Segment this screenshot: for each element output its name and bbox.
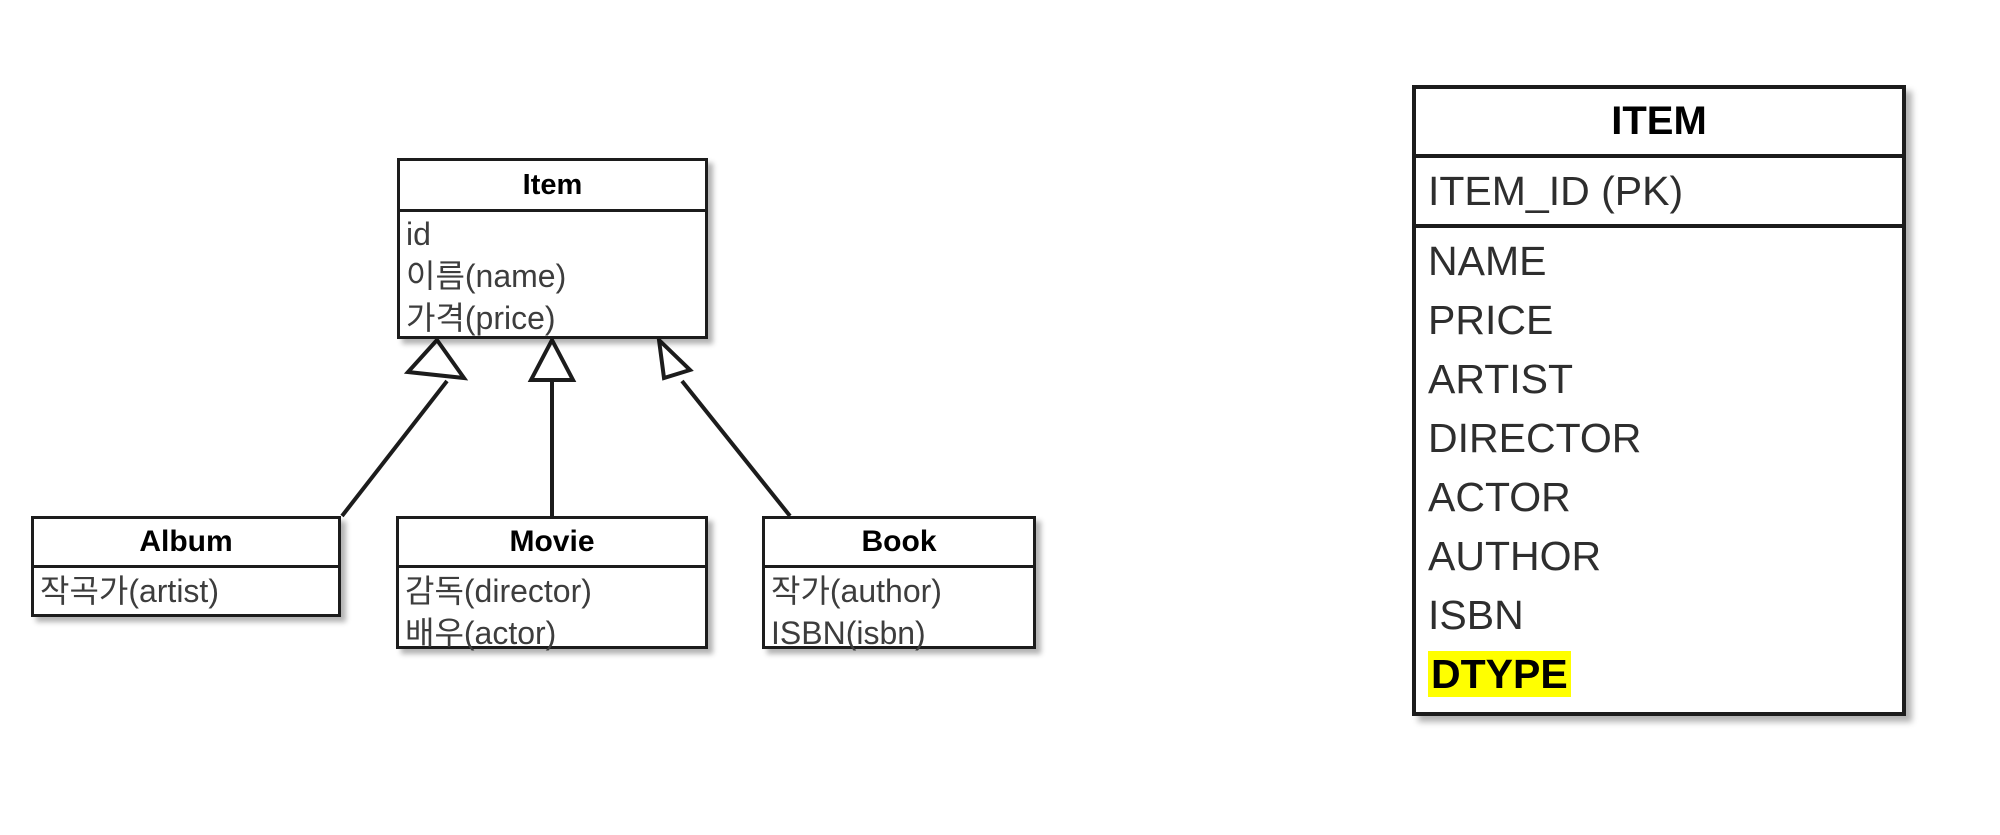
erd-column: ISBN <box>1428 586 1902 645</box>
uml-attribute: 배우(actor) <box>405 615 557 651</box>
erd-column-label: DIRECTOR <box>1428 415 1642 461</box>
erd-column: DIRECTOR <box>1428 409 1902 468</box>
erd-column-label: NAME <box>1428 238 1547 284</box>
erd-column-label: DTYPE <box>1428 651 1571 697</box>
uml-class-book-title: Book <box>765 519 1033 568</box>
uml-class-item-attributes: id 이름(name) 가격(price) <box>400 212 705 339</box>
erd-column: NAME <box>1428 232 1902 291</box>
erd-primary-key-row: ITEM_ID (PK) <box>1416 158 1902 228</box>
erd-column: ACTOR <box>1428 468 1902 527</box>
uml-class-movie[interactable]: Movie 감독(director) 배우(actor) <box>396 516 708 651</box>
erd-column: PRICE <box>1428 291 1902 350</box>
erd-column: ARTIST <box>1428 350 1902 409</box>
uml-attribute: 이름(name) <box>406 258 567 294</box>
uml-class-item[interactable]: Item id 이름(name) 가격(price) <box>397 158 708 339</box>
erd-column-label: ACTOR <box>1428 474 1571 520</box>
erd-column: AUTHOR <box>1428 527 1902 586</box>
erd-column-label: AUTHOR <box>1428 533 1602 579</box>
erd-column-label: PRICE <box>1428 297 1554 343</box>
uml-class-movie-title: Movie <box>399 519 705 568</box>
erd-column-label: ARTIST <box>1428 356 1574 402</box>
uml-attribute: ISBN(isbn) <box>771 615 926 651</box>
uml-class-album[interactable]: Album 작곡가(artist) <box>31 516 341 617</box>
generalization-movie-to-item <box>527 335 577 516</box>
uml-class-album-title: Album <box>34 519 338 568</box>
uml-class-album-attributes: 작곡가(artist) <box>34 568 338 612</box>
generalization-album-to-item <box>340 336 469 518</box>
uml-class-item-title: Item <box>400 161 705 212</box>
uml-attribute: id <box>406 216 431 252</box>
uml-class-book[interactable]: Book 작가(author) ISBN(isbn) <box>762 516 1036 651</box>
generalization-book-to-item <box>656 334 792 518</box>
uml-attribute: 가격(price) <box>406 300 556 336</box>
erd-table-name: ITEM <box>1416 89 1902 158</box>
uml-class-book-attributes: 작가(author) ISBN(isbn) <box>765 568 1033 654</box>
erd-column-list: NAME PRICE ARTIST DIRECTOR ACTOR AUTHOR … <box>1416 228 1902 704</box>
erd-column-label: ISBN <box>1428 592 1524 638</box>
erd-table-item[interactable]: ITEM ITEM_ID (PK) NAME PRICE ARTIST DIRE… <box>1412 85 1906 716</box>
uml-attribute: 작곡가(artist) <box>40 573 219 609</box>
uml-class-movie-attributes: 감독(director) 배우(actor) <box>399 568 705 654</box>
uml-attribute: 작가(author) <box>771 573 942 609</box>
uml-attribute: 감독(director) <box>405 573 592 609</box>
erd-column-dtype-highlighted: DTYPE <box>1428 645 1902 704</box>
